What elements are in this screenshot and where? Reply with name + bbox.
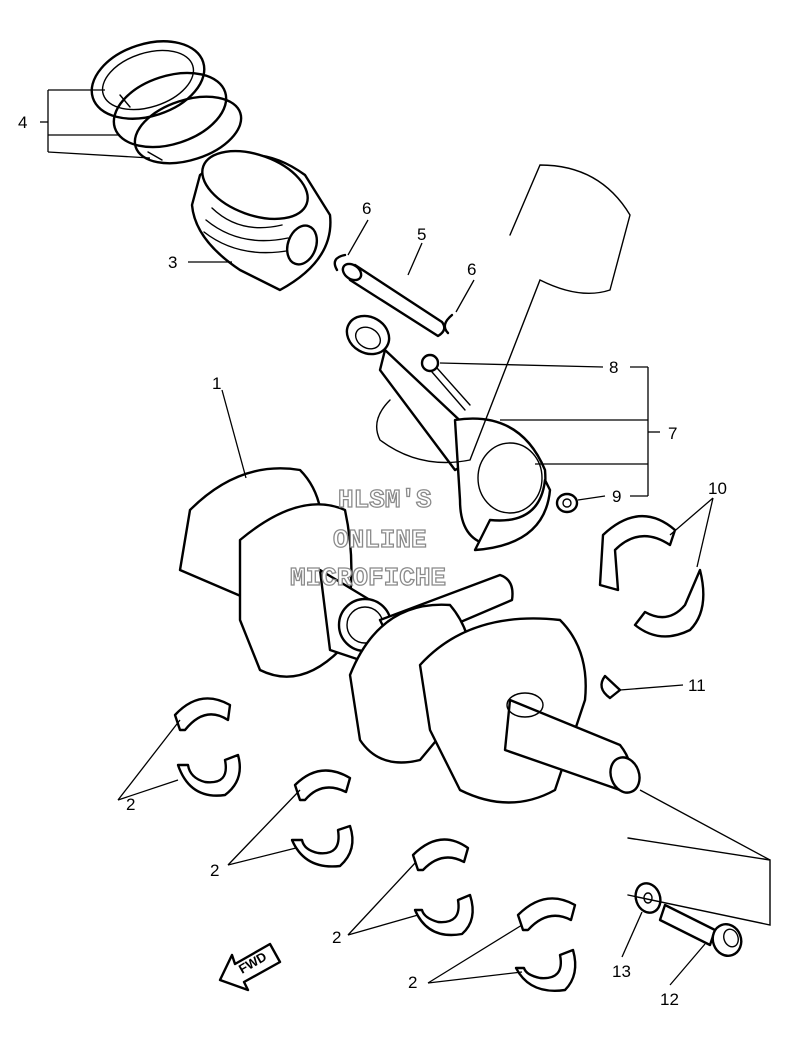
main-bearing-1[interactable]: [173, 697, 242, 797]
forward-direction-arrow: FWD: [218, 942, 282, 992]
cylinder-outline: [376, 164, 631, 464]
callout-1: 1: [212, 374, 221, 393]
bolt-group-outline: [627, 837, 771, 926]
callout-2b: 2: [210, 861, 219, 880]
watermark-line-1: HLSM'S: [338, 485, 432, 515]
callout-12: 12: [660, 990, 679, 1009]
watermark-line-2: ONLINE: [333, 525, 427, 555]
callout-2d: 2: [408, 973, 417, 992]
callout-7: 7: [668, 424, 677, 443]
crankshaft[interactable]: [178, 467, 771, 861]
flange-bolt[interactable]: [658, 903, 746, 960]
watermark: HLSM'S ONLINE MICROFICHE: [289, 484, 446, 593]
conrod-bolt[interactable]: [420, 353, 471, 411]
main-bearing-4[interactable]: [514, 897, 577, 992]
circlip-right[interactable]: [443, 313, 454, 335]
conrod-nut[interactable]: [555, 492, 579, 514]
washer[interactable]: [632, 880, 665, 916]
callout-11: 11: [688, 676, 706, 695]
piston[interactable]: [190, 138, 332, 292]
callout-5: 5: [417, 225, 426, 244]
connecting-rod[interactable]: [340, 308, 552, 552]
piston-ring-set[interactable]: [82, 28, 250, 176]
callout-6b: 6: [467, 260, 476, 279]
callout-2c: 2: [332, 928, 341, 947]
watermark-line-3: MICROFICHE: [290, 563, 446, 593]
main-bearing-3[interactable]: [411, 838, 474, 937]
woodruff-key[interactable]: [600, 674, 622, 700]
callout-8: 8: [609, 358, 618, 377]
callout-10: 10: [708, 479, 727, 498]
callout-4: 4: [18, 113, 27, 132]
callout-9: 9: [612, 487, 621, 506]
callout-labels: 4 3 6 5 6 8 7 9 10 11 1 2 2 2 2 13 12: [18, 113, 727, 1009]
big-end-bearing[interactable]: [598, 515, 705, 638]
leader-lines: [40, 89, 714, 986]
callout-3: 3: [168, 253, 177, 272]
callout-6a: 6: [362, 199, 371, 218]
circlip-left[interactable]: [333, 253, 347, 272]
callout-13: 13: [612, 962, 631, 981]
callout-2a: 2: [126, 795, 135, 814]
main-bearing-2[interactable]: [290, 769, 354, 868]
